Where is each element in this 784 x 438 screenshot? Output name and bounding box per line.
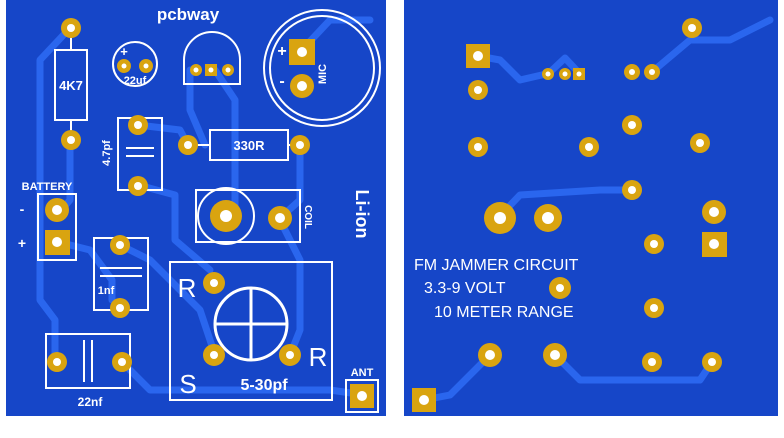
label-battery-plus: + [18, 235, 26, 251]
back-title-line-1: FM JAMMER CIRCUIT [414, 257, 579, 274]
trimmer-cap-outline [169, 261, 333, 401]
label-22uf-plus: + [120, 44, 128, 59]
label-mic-plus: + [277, 43, 286, 60]
label-li-ion: Li-ion [352, 190, 372, 239]
label-22uf: 22uf [124, 75, 147, 87]
label-4k7: 4K7 [59, 78, 83, 93]
label-trimmer-r-left: R [178, 273, 197, 303]
back-pads [412, 18, 727, 412]
label-4-7pf: 4.7pf [101, 140, 113, 166]
coil-ring [197, 187, 255, 245]
transistor-outline [183, 31, 241, 85]
label-ant: ANT [351, 367, 374, 379]
label-trimmer-value: 5-30pf [240, 377, 288, 394]
pcb-back-view: FM JAMMER CIRCUIT 3.3-9 VOLT 10 METER RA… [404, 0, 778, 416]
ant-pad-outline [345, 379, 379, 413]
mic-outline-inner [269, 15, 375, 121]
label-trimmer-s: S [179, 369, 196, 399]
coil-outline [195, 189, 301, 243]
brand-logo: pcbway [157, 5, 220, 24]
mic-outline-outer [263, 9, 381, 127]
front-holes [52, 24, 367, 401]
label-mic: MIC [317, 64, 329, 84]
back-title: FM JAMMER CIRCUIT 3.3-9 VOLT 10 METER RA… [414, 257, 579, 321]
label-coil: COIL [302, 205, 313, 229]
back-title-line-3: 10 METER RANGE [434, 304, 574, 321]
label-battery: BATTERY [22, 181, 73, 193]
label-1nf: 1nf [98, 285, 115, 297]
battery-connector-outline [37, 193, 77, 261]
front-labels: pcbway 4K7 + 22uf + - MIC 4.7pf 330R BAT… [18, 5, 374, 409]
back-title-line-2: 3.3-9 VOLT [424, 280, 506, 297]
label-22nf: 22nf [78, 395, 104, 409]
back-holes [419, 24, 719, 405]
pcb-front-view: pcbway 4K7 + 22uf + - MIC 4.7pf 330R BAT… [6, 0, 386, 416]
label-mic-minus: - [279, 73, 284, 90]
label-battery-minus: - [20, 201, 25, 217]
label-trimmer-r-right: R [309, 342, 328, 372]
label-330r: 330R [233, 138, 265, 153]
cap-22uf-outline [112, 41, 158, 87]
